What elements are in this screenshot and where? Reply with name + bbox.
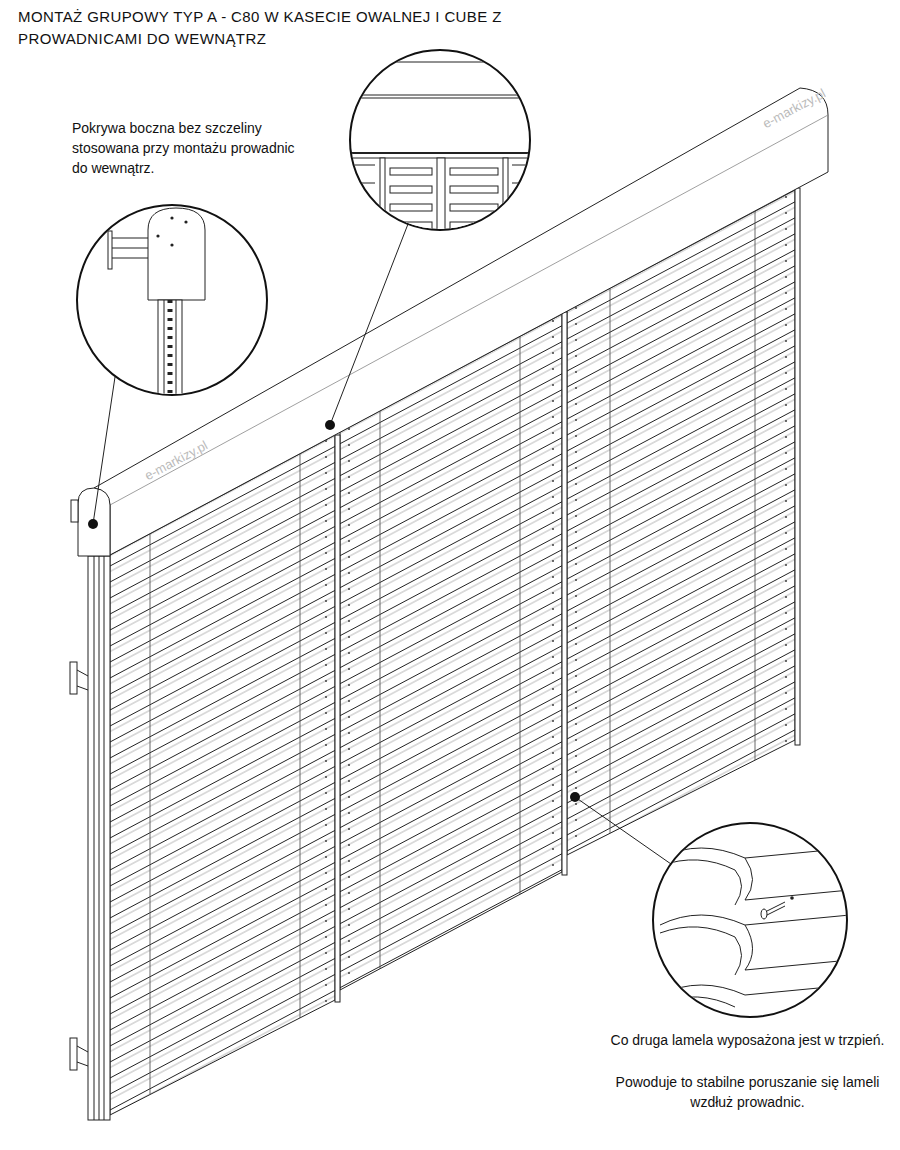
callout-note: Pokrywa boczna bez szczeliny stosowana p… [72,118,297,178]
guide-rail [795,188,800,745]
detail-circle [653,823,847,1017]
callout-note: Co druga lamela wyposażona jest w trzpie… [605,1030,890,1050]
callout-note: Powoduje to stabilne poruszanie się lame… [605,1072,890,1112]
guide-rail [88,556,110,1120]
guide-rail [562,312,567,875]
title-text: MONTAŻ GRUPOWY TYP A - C80 W KASECIE OWA… [18,6,538,50]
cassette [71,88,828,556]
wall-bracket [70,662,88,1070]
guide-rail [335,435,340,1002]
slat-panel [340,314,562,990]
